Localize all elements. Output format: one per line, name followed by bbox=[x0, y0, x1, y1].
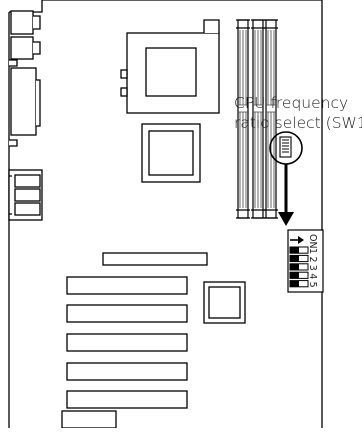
switch-rows bbox=[289, 246, 309, 288]
callout-arrow bbox=[278, 164, 294, 226]
dimm-slot-hatching bbox=[238, 30, 276, 208]
pci-slot-4 bbox=[66, 362, 188, 381]
usb-bracket bbox=[9, 59, 18, 67]
sw1-dip-switch-enlarged bbox=[287, 229, 324, 293]
switch-number-labels: 1 2 3 4 5 bbox=[307, 248, 318, 288]
dimm-hatch-2 bbox=[254, 30, 262, 208]
on-arrow-head bbox=[298, 236, 304, 244]
ps2-port-bottom-tab bbox=[33, 41, 41, 55]
expansion-slots bbox=[61, 252, 208, 429]
pci-slot-2 bbox=[66, 304, 188, 323]
dimm-notches bbox=[238, 104, 276, 113]
switch-4-knob bbox=[290, 272, 299, 279]
cpu-socket bbox=[120, 19, 220, 114]
pci-slot-5 bbox=[66, 390, 188, 409]
switch-on-label: ON bbox=[307, 234, 318, 249]
audio-jack-2 bbox=[14, 188, 41, 202]
dimm-hatch-1 bbox=[239, 30, 247, 208]
isa-slot-stub bbox=[61, 410, 117, 429]
dimm-slot-1-latches bbox=[236, 19, 250, 219]
ps2-port-top-tab bbox=[33, 15, 41, 30]
ps2-port-bottom bbox=[10, 36, 34, 60]
serial-port-ridge bbox=[36, 79, 41, 127]
callout-label-line1: CPU frequency bbox=[234, 94, 348, 112]
switch-1-knob bbox=[290, 247, 299, 254]
audio-jack-1 bbox=[14, 174, 41, 188]
audio-jack-3 bbox=[14, 202, 41, 216]
south-bridge-chip bbox=[203, 281, 246, 324]
parallel-port bbox=[9, 139, 18, 147]
io-connectors bbox=[8, 10, 43, 221]
south-bridge-inner bbox=[208, 286, 241, 319]
callout-label-line2: ratio select (SW1) bbox=[234, 114, 362, 132]
switch-3-knob bbox=[290, 263, 299, 270]
switch-4-number: 4 bbox=[307, 273, 318, 279]
switch-3-number: 3 bbox=[307, 265, 318, 271]
switch-2-number: 2 bbox=[307, 256, 318, 262]
audio-bracket bbox=[9, 175, 12, 215]
pci-slot-3 bbox=[66, 333, 188, 352]
dimm-slot-2-latches bbox=[251, 19, 265, 219]
switch-2-knob bbox=[290, 255, 299, 262]
cpu-socket-tab-bottom bbox=[120, 87, 128, 97]
sw1-pins bbox=[282, 139, 289, 153]
switch-5-knob bbox=[290, 280, 299, 287]
cpu-socket-lever bbox=[203, 19, 220, 33]
ps2-port-top bbox=[10, 10, 34, 35]
cpu-socket-center bbox=[145, 47, 197, 97]
sw1-body bbox=[279, 136, 292, 158]
dimm-hatch-3 bbox=[267, 30, 275, 208]
north-bridge-chip bbox=[141, 123, 201, 183]
switch-5-number: 5 bbox=[307, 282, 318, 288]
agp-slot bbox=[102, 252, 208, 266]
serial-port bbox=[10, 67, 37, 136]
switch-labels: ON 1 2 3 4 5 bbox=[307, 234, 318, 288]
cpu-socket-tab-top bbox=[120, 69, 128, 79]
switch-1-number: 1 bbox=[307, 248, 318, 254]
north-bridge-inner bbox=[148, 130, 194, 176]
pci-slot-1 bbox=[66, 276, 188, 295]
dimm-slot-3-latches bbox=[264, 19, 278, 219]
